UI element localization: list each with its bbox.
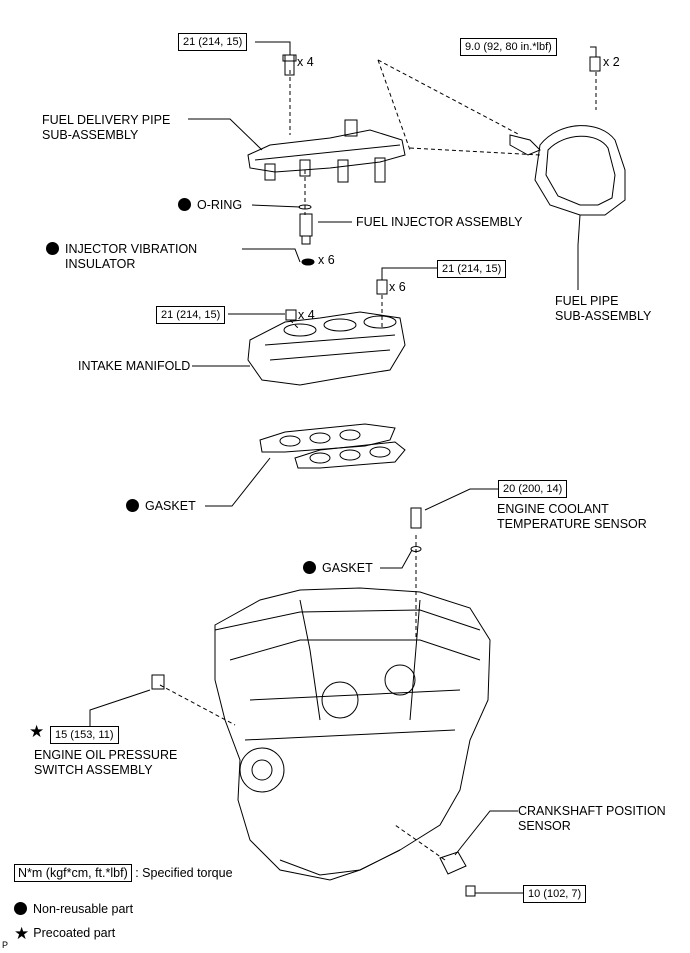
label-intake-manifold: INTAKE MANIFOLD [78, 359, 191, 373]
intake-manifold-drawing [247, 311, 406, 386]
assembly-guide-lines [159, 59, 597, 861]
o-ring-drawing [298, 204, 312, 210]
fuel-delivery-pipe-drawing [247, 54, 406, 183]
qty-insulators: x 6 [318, 253, 335, 267]
non-reusable-icon [178, 198, 191, 211]
torque-box-manifold-nut: 21 (214, 15) [156, 306, 226, 324]
label-gasket-manifold: GASKET [126, 499, 196, 514]
label-fuel-delivery-pipe: FUEL DELIVERY PIPE SUB-ASSEMBLY [42, 113, 171, 142]
coolant-sensor-drawing [410, 507, 422, 529]
qty-manifold-nuts: x 4 [298, 308, 315, 322]
corner-mark: P [2, 940, 9, 950]
label-oil-pressure-switch: ENGINE OIL PRESSURE SWITCH ASSEMBLY [34, 748, 178, 777]
label-coolant-sensor: ENGINE COOLANT TEMPERATURE SENSOR [497, 502, 647, 531]
manifold-gasket-drawing [259, 423, 406, 469]
precoated-star-icon: ★ [14, 924, 30, 943]
non-reusable-icon [14, 902, 27, 915]
crankshaft-sensor-drawing [439, 851, 476, 897]
oil-pressure-switch-drawing [151, 674, 165, 690]
label-injector-insulator: INJECTOR VIBRATION INSULATOR [46, 242, 197, 272]
injector-insulator-drawing [301, 258, 315, 266]
non-reusable-icon [126, 499, 139, 512]
qty-delivery-pipe-bolts: x 4 [297, 55, 314, 69]
torque-box-delivery-pipe: 21 (214, 15) [178, 33, 248, 51]
label-crankshaft-sensor: CRANKSHAFT POSITION SENSOR [518, 804, 666, 833]
oil-switch-star: ★ [29, 722, 48, 741]
torque-box-manifold-bolt: 21 (214, 15) [437, 260, 507, 278]
engine-block-drawing [214, 587, 491, 881]
torque-box-crankshaft-sensor: 10 (102, 7) [523, 885, 587, 903]
qty-fuel-pipe-bolts: x 2 [603, 55, 620, 69]
non-reusable-icon [46, 242, 59, 255]
legend-torque-text: : Specified torque [135, 866, 233, 880]
torque-box-oil-switch: 15 (153, 11) [50, 726, 119, 744]
label-gasket-sensor: GASKET [303, 561, 373, 576]
fuel-injector-drawing [299, 213, 313, 245]
torque-box-coolant-sensor: 20 (200, 14) [498, 480, 568, 498]
sensor-gasket-drawing [410, 546, 422, 552]
legend-torque-unit: N*m (kgf*cm, ft.*lbf) [14, 864, 132, 882]
label-o-ring: O-RING [178, 198, 242, 213]
manifold-nut-drawing [285, 309, 297, 321]
manifold-bolt-drawing [376, 279, 388, 295]
label-fuel-injector: FUEL INJECTOR ASSEMBLY [356, 215, 523, 229]
legend-torque: N*m (kgf*cm, ft.*lbf) : Specified torque [14, 864, 233, 882]
legend-precoated: ★Precoated part [14, 924, 116, 943]
precoated-star-icon: ★ [29, 722, 45, 741]
qty-manifold-bolts: x 6 [389, 280, 406, 294]
non-reusable-icon [303, 561, 316, 574]
torque-box-fuel-pipe: 9.0 (92, 80 in.*lbf) [460, 38, 557, 56]
legend-non-reusable: Non-reusable part [14, 902, 133, 917]
fuel-pipe-drawing [509, 56, 626, 216]
label-fuel-pipe: FUEL PIPE SUB-ASSEMBLY [555, 294, 652, 323]
